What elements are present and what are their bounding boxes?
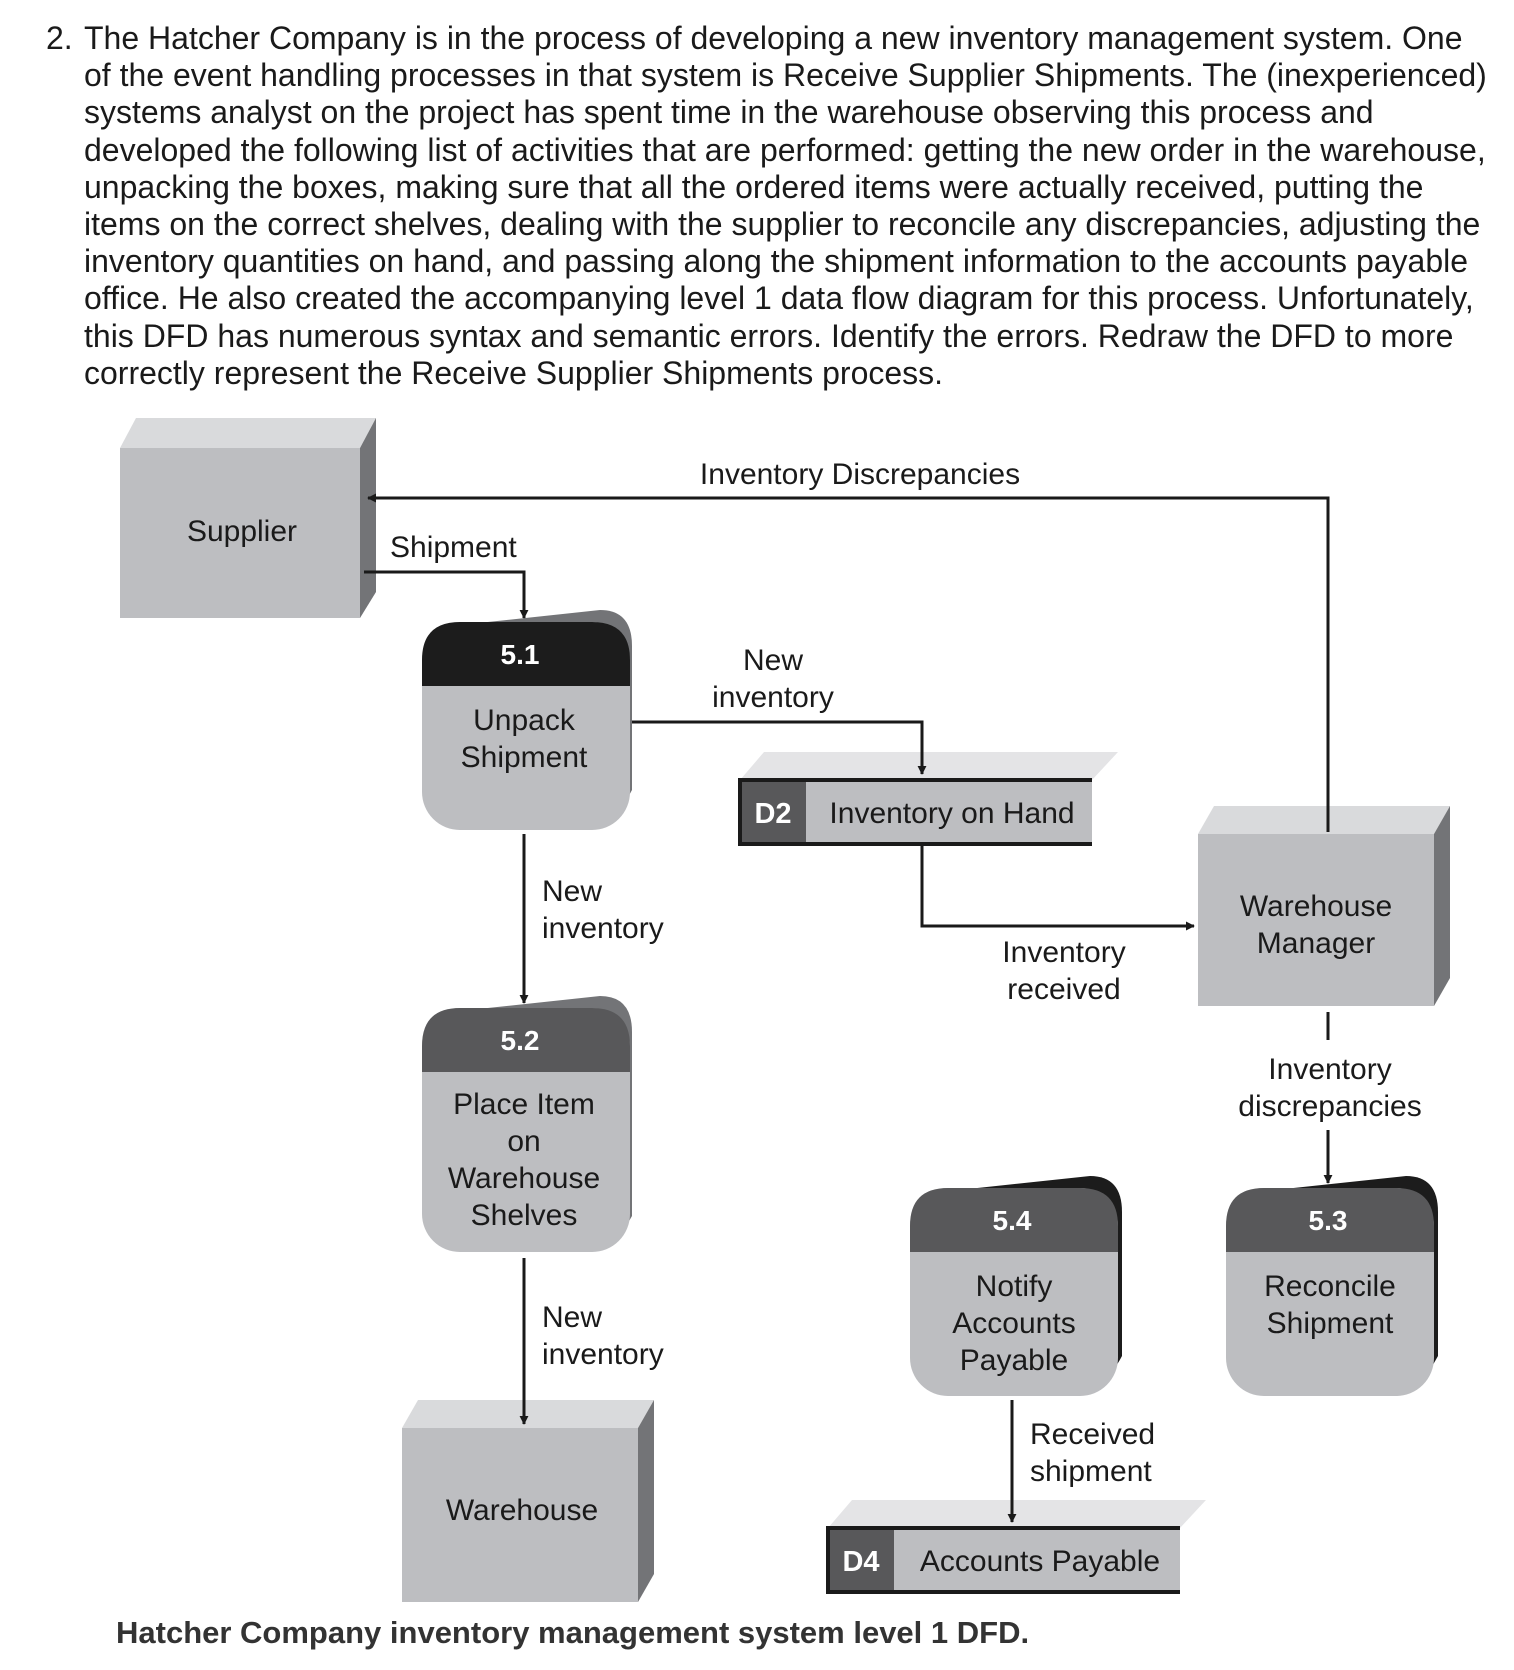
process-5-4-number: 5.4 xyxy=(993,1205,1032,1236)
question-line: unpacking the boxes, making sure that al… xyxy=(84,168,1424,205)
process-5-4-name-line2: Accounts xyxy=(952,1307,1075,1340)
process-5-2-name-line1: Place Item xyxy=(453,1088,595,1121)
question-line: this DFD has numerous syntax and semanti… xyxy=(84,317,1454,354)
process-5-2-name-line2: on xyxy=(507,1125,540,1158)
flow-inventory-received xyxy=(920,846,1195,931)
flow-label-inventory-received-line2: received xyxy=(1007,973,1120,1006)
flow-label-received-shipment-line2: shipment xyxy=(1030,1455,1152,1488)
figure-caption: Hatcher Company inventory management sys… xyxy=(116,1615,1030,1650)
entity-supplier: Supplier xyxy=(120,418,376,618)
flow-label-received-shipment-line1: Received xyxy=(1030,1418,1155,1451)
flow-shipment xyxy=(364,570,529,619)
question-line: correctly represent the Receive Supplier… xyxy=(84,354,944,391)
process-5-3-number: 5.3 xyxy=(1309,1205,1348,1236)
entity-supplier-label: Supplier xyxy=(187,515,297,548)
question-line: items on the correct shelves, dealing wi… xyxy=(84,206,1481,243)
process-5-1-name-line2: Shipment xyxy=(461,741,588,774)
question-body: The Hatcher Company is in the process of… xyxy=(84,20,1487,392)
flow-label-inventory-discrepancies-wm-line2: discrepancies xyxy=(1238,1090,1421,1123)
flow-label-new-inventory-51-52-line2: inventory xyxy=(542,912,664,945)
flow-label-inventory-received-line1: Inventory xyxy=(1002,936,1125,969)
entity-warehouse: Warehouse xyxy=(402,1400,654,1602)
process-5-3-name-line2: Shipment xyxy=(1267,1307,1394,1340)
datastore-d2-name: Inventory on Hand xyxy=(829,797,1074,830)
entity-warehouse-label: Warehouse xyxy=(446,1494,598,1527)
flow-label-new-inventory-52-wh-line1: New xyxy=(542,1301,602,1334)
datastore-d4: D4 Accounts Payable xyxy=(826,1500,1206,1594)
datastore-d2: D2 Inventory on Hand xyxy=(738,752,1118,846)
question-line: of the event handling processes in that … xyxy=(84,57,1487,94)
process-5-4-name-line3: Payable xyxy=(960,1344,1068,1377)
flow-label-inventory-discrepancies-wm-line1: Inventory xyxy=(1268,1053,1391,1086)
entity-warehouse-manager-label-line2: Manager xyxy=(1257,927,1375,960)
flow-label-new-inventory-51-52-line1: New xyxy=(542,875,602,908)
datastore-d2-id: D2 xyxy=(754,798,791,830)
question-line: systems analyst on the project has spent… xyxy=(84,94,1374,131)
question-line: office. He also created the accompanying… xyxy=(84,280,1474,317)
process-5-3: 5.3 Reconcile Shipment xyxy=(1226,1176,1438,1396)
process-5-2-name-line3: Warehouse xyxy=(448,1162,600,1195)
flow-label-shipment: Shipment xyxy=(390,531,517,564)
process-5-2-number: 5.2 xyxy=(501,1025,540,1056)
process-5-4-name-line1: Notify xyxy=(976,1270,1053,1303)
process-5-1: 5.1 Unpack Shipment xyxy=(422,610,632,830)
process-5-3-name-line1: Reconcile xyxy=(1264,1270,1396,1303)
datastore-d4-name: Accounts Payable xyxy=(920,1545,1160,1578)
process-5-2: 5.2 Place Item on Warehouse Shelves xyxy=(422,996,632,1252)
flow-label-new-inventory-d2-line2: inventory xyxy=(712,681,834,714)
question-line: developed the following list of activiti… xyxy=(84,131,1486,168)
flow-label-inventory-discrepancies-top: Inventory Discrepancies xyxy=(700,458,1020,491)
question-line: inventory quantities on hand, and passin… xyxy=(84,243,1469,280)
question-number: 2. xyxy=(46,20,73,56)
process-5-2-name-line4: Shelves xyxy=(471,1199,578,1232)
flow-label-new-inventory-d2-line1: New xyxy=(743,644,803,677)
entity-warehouse-manager-label-line1: Warehouse xyxy=(1240,890,1392,923)
entity-warehouse-manager: Warehouse Manager xyxy=(1198,806,1450,1006)
flow-inventory-discrepancies-top xyxy=(367,493,1330,832)
process-5-1-number: 5.1 xyxy=(501,639,540,670)
process-5-1-name-line1: Unpack xyxy=(473,704,576,737)
flow-new-inventory-to-d2 xyxy=(632,720,927,775)
question-line: The Hatcher Company is in the process of… xyxy=(84,20,1463,56)
flow-label-new-inventory-52-wh-line2: inventory xyxy=(542,1338,664,1371)
process-5-4: 5.4 Notify Accounts Payable xyxy=(910,1176,1122,1396)
datastore-d4-id: D4 xyxy=(842,1546,879,1578)
